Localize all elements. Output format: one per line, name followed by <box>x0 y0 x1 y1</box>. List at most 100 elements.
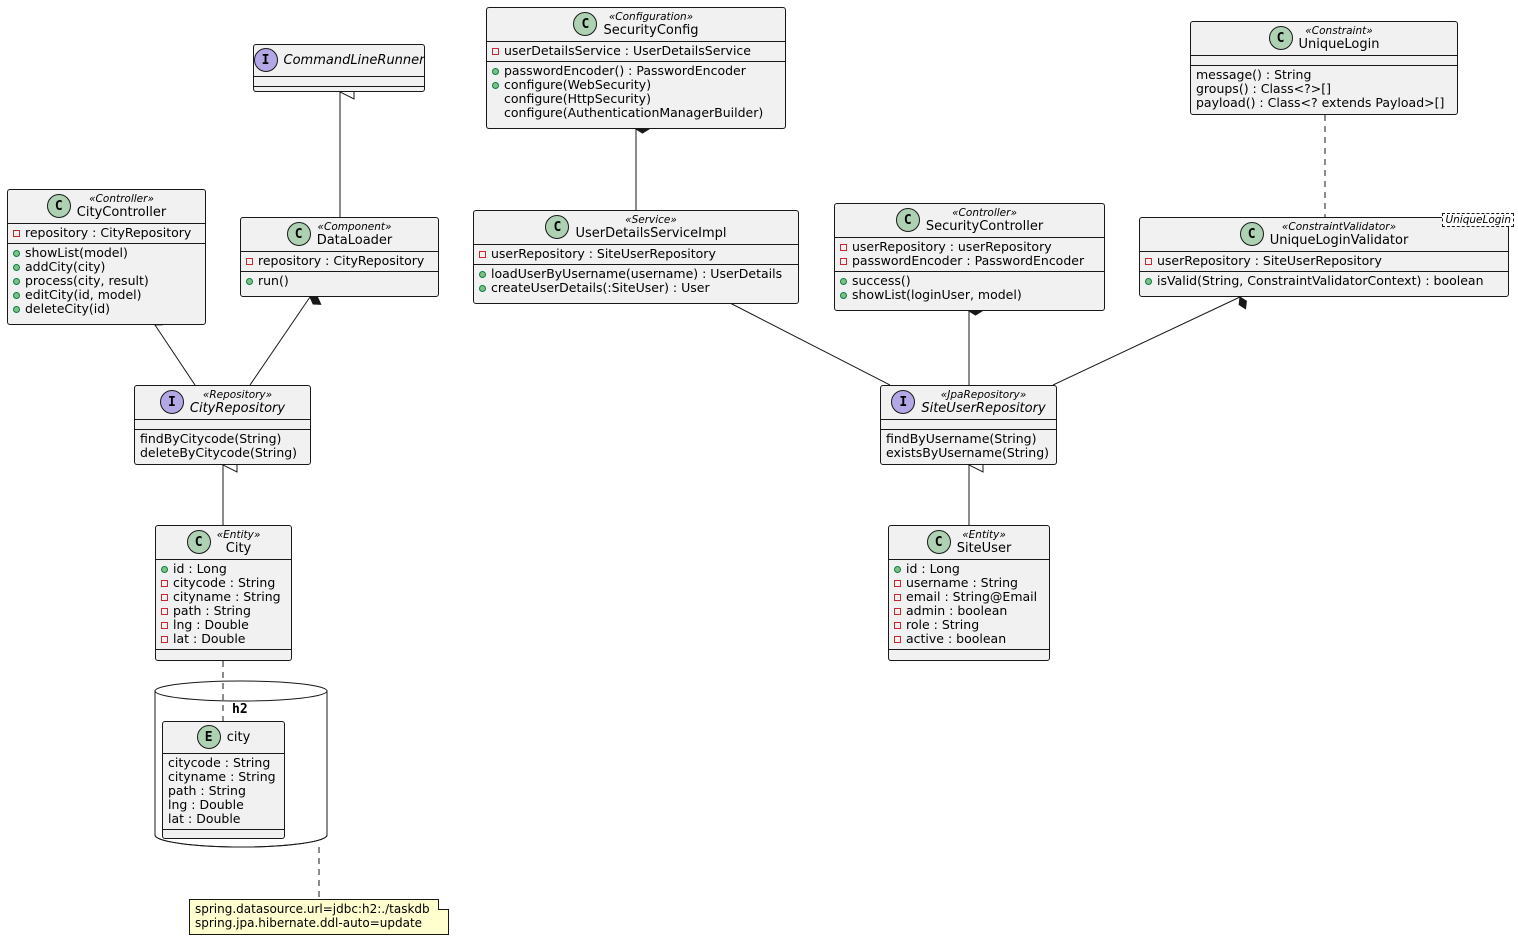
method-text: findByCitycode(String) <box>140 431 282 446</box>
field-text: admin : boolean <box>906 603 1008 618</box>
public-marker-icon <box>492 67 499 75</box>
method-row: isValid(String, ConstraintValidatorConte… <box>1145 274 1503 288</box>
field-text: userDetailsService : UserDetailsService <box>504 43 751 58</box>
class-city: C «Entity» City id : Long citycode : Str… <box>155 525 292 661</box>
column-text: lat : Double <box>168 811 241 826</box>
field-row: email : String@Email <box>894 590 1044 604</box>
class-userdetailsserviceimpl: C «Service» UserDetailsServiceImpl userR… <box>473 210 799 304</box>
public-marker-icon <box>492 81 499 89</box>
field-row: passwordEncoder : PasswordEncoder <box>840 254 1099 268</box>
class-name: SiteUserRepository <box>921 401 1046 416</box>
private-marker-icon <box>479 250 486 258</box>
box-header: C «Entity» City <box>156 526 291 559</box>
box-header: C «Configuration» SecurityConfig <box>487 8 785 41</box>
stereotype: «Entity» <box>962 529 1006 541</box>
class-securityconfig: C «Configuration» SecurityConfig userDet… <box>486 7 786 129</box>
field-row: userRepository : userRepository <box>840 240 1099 254</box>
method-row: configure(WebSecurity) <box>492 78 780 92</box>
column-text: path : String <box>168 783 246 798</box>
method-text: findByUsername(String) <box>886 431 1037 446</box>
public-marker-icon <box>13 263 20 271</box>
field-text: path : String <box>173 603 251 618</box>
private-marker-icon <box>894 593 901 601</box>
method-row: findByCitycode(String) <box>140 432 305 446</box>
box-header: C «Entity» SiteUser <box>889 526 1049 559</box>
field-row: repository : CityRepository <box>246 254 433 268</box>
class-name: UniqueLoginValidator <box>1269 233 1409 248</box>
class-icon: C <box>1239 222 1264 246</box>
method-text: payload() : Class<? extends Payload>[] <box>1196 95 1445 110</box>
method-text: editCity(id, model) <box>25 287 142 302</box>
entity-icon: E <box>196 725 221 749</box>
column-text: cityname : String <box>168 769 276 784</box>
methods-section: findByUsername(String) existsByUsername(… <box>881 429 1056 463</box>
public-marker-icon <box>479 270 486 278</box>
fields-section: repository : CityRepository <box>8 223 205 243</box>
fields-section: userRepository : userRepository password… <box>835 237 1104 271</box>
class-icon: C <box>895 208 920 232</box>
interface-siteuserrepository: I «JpaRepository» SiteUserRepository fin… <box>880 385 1057 465</box>
field-text: username : String <box>906 575 1018 590</box>
method-row: createUserDetails(:SiteUser) : User <box>479 281 793 295</box>
config-note: spring.datasource.url=jdbc:h2:./taskdb s… <box>189 899 449 935</box>
class-uniqueloginvalidator: C «ConstraintValidator» UniqueLoginValid… <box>1139 213 1514 297</box>
column-text: lng : Double <box>168 797 244 812</box>
method-text: configure(HttpSecurity) <box>504 91 651 106</box>
method-row: deleteByCitycode(String) <box>140 446 305 460</box>
method-row: payload() : Class<? extends Payload>[] <box>1196 96 1452 110</box>
method-text: groups() : Class<?>[] <box>1196 81 1331 96</box>
methods-section <box>156 649 291 659</box>
interface-icon: I <box>159 390 184 414</box>
method-text: deleteByCitycode(String) <box>140 445 298 460</box>
field-row: userRepository : SiteUserRepository <box>479 247 793 261</box>
field-text: id : Long <box>173 561 227 576</box>
method-row: showList(loginUser, model) <box>840 288 1099 302</box>
method-row: groups() : Class<?>[] <box>1196 82 1452 96</box>
edge-dataloader-cityrepository <box>249 296 322 386</box>
columns-section: citycode : String cityname : String path… <box>163 753 284 829</box>
field-row: username : String <box>894 576 1044 590</box>
generic-parameter-badge: UniqueLogin <box>1442 213 1514 227</box>
methods-section: isValid(String, ConstraintValidatorConte… <box>1140 271 1508 291</box>
box-header: C «Service» UserDetailsServiceImpl <box>474 211 798 244</box>
class-name: CommandLineRunner <box>283 52 425 68</box>
private-marker-icon <box>161 579 168 587</box>
field-text: cityname : String <box>173 589 281 604</box>
empty-section <box>163 829 284 832</box>
methods-section: run() <box>241 271 438 291</box>
public-marker-icon <box>894 565 901 573</box>
public-marker-icon <box>13 305 20 313</box>
stereotype: «Controller» <box>89 193 154 205</box>
method-row: findByUsername(String) <box>886 432 1051 446</box>
edge-citycontroller-cityrepository <box>154 317 196 386</box>
method-text: passwordEncoder() : PasswordEncoder <box>504 63 746 78</box>
box-header: I CommandLineRunner <box>253 45 425 76</box>
edge-userdetailsserviceimpl-siteuserrepository <box>730 291 891 386</box>
class-icon: C <box>926 530 951 554</box>
field-text: lat : Double <box>173 631 246 646</box>
stereotype: «Configuration» <box>608 11 694 23</box>
column-row: lat : Double <box>168 812 279 826</box>
stereotype: «JpaRepository» <box>940 389 1027 401</box>
field-row: id : Long <box>894 562 1044 576</box>
field-text: repository : CityRepository <box>25 225 192 240</box>
fields-section <box>881 419 1056 429</box>
methods-section: showList(model) addCity(city) process(ci… <box>8 243 205 319</box>
class-name: DataLoader <box>316 233 393 248</box>
field-text: role : String <box>906 617 980 632</box>
interface-commandlinerunner: I CommandLineRunner <box>253 44 425 92</box>
class-uniquelogin: C «Constraint» UniqueLogin message() : S… <box>1190 21 1458 115</box>
stereotype: «Entity» <box>216 529 261 541</box>
method-text: addCity(city) <box>25 259 106 274</box>
class-name: CityRepository <box>189 401 286 416</box>
field-text: citycode : String <box>173 575 276 590</box>
stereotype: «Controller» <box>952 207 1017 219</box>
interface-icon: I <box>891 390 916 414</box>
methods-section: findByCitycode(String) deleteByCitycode(… <box>135 429 310 463</box>
field-text: passwordEncoder : PasswordEncoder <box>852 253 1085 268</box>
stereotype: «ConstraintValidator» <box>1281 221 1397 233</box>
box-header: C «Controller» SecurityController <box>835 204 1104 237</box>
method-text: showList(loginUser, model) <box>852 287 1022 302</box>
stereotype: «Repository» <box>202 389 273 401</box>
fields-section: id : Long username : String email : Stri… <box>889 559 1049 649</box>
